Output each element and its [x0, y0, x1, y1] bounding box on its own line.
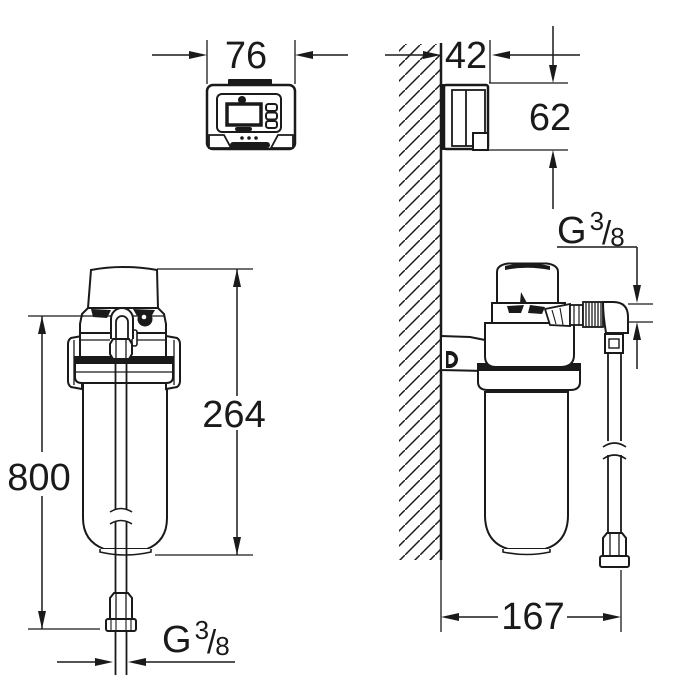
controller-side-drawing	[441, 83, 490, 151]
arrowhead-icon	[38, 316, 46, 334]
hose-hex-connector	[109, 338, 133, 360]
hose-break-icon	[602, 442, 627, 448]
filter-hose	[109, 359, 133, 593]
arrowhead-icon	[233, 537, 241, 555]
sensor-dot-icon	[238, 96, 246, 104]
elbow-fitting	[601, 301, 629, 334]
controller-side-inner	[451, 89, 486, 147]
arrowhead-icon	[423, 51, 441, 59]
dim-label-controller-height: 62	[529, 97, 571, 139]
display-slot	[235, 127, 252, 131]
controller-button	[265, 120, 278, 129]
outlet-hose	[602, 353, 627, 533]
hose-break-icon	[109, 519, 133, 525]
controller-front-drawing	[205, 79, 297, 151]
wall-hatching	[399, 44, 441, 560]
arrowhead-icon	[633, 322, 641, 340]
filter-cartridge-body-side	[484, 391, 569, 550]
arrowhead-icon	[549, 65, 557, 83]
dim-label-controller-width: 76	[225, 35, 267, 77]
controller-side-view: 42 62	[385, 26, 580, 560]
hose-break-icon	[109, 507, 133, 513]
arrowhead-icon	[189, 51, 207, 59]
filter-foot	[99, 549, 152, 556]
arrowhead-icon	[95, 658, 113, 666]
outlet-hex	[569, 304, 584, 326]
vent-dot	[240, 136, 244, 140]
dim-label-wall-to-hose: 167	[501, 596, 564, 638]
arrowhead-icon	[441, 613, 459, 621]
dim-label-hose-length: 800	[7, 457, 70, 499]
dim-controller-depth: 42	[385, 35, 580, 83]
controller-foot-right	[269, 134, 294, 149]
hose-end-nut-side	[599, 555, 630, 568]
arrowhead-icon	[603, 613, 621, 621]
arrowhead-icon	[295, 51, 313, 59]
filter-cap	[86, 266, 160, 309]
vent-dot	[247, 136, 251, 140]
dim-wall-to-hose: 167	[440, 560, 622, 638]
arrowhead-icon	[38, 611, 46, 629]
arrowhead-icon	[233, 269, 241, 287]
controller-top-lip	[228, 79, 272, 85]
controller-button	[265, 103, 278, 112]
filter-foot-side	[502, 549, 551, 556]
hose-break-icon	[602, 454, 627, 460]
controller-front-view: 76	[152, 35, 348, 151]
filter-cartridge-body	[82, 382, 168, 550]
controller-base-bar	[230, 142, 270, 148]
controller-foot-left	[208, 134, 233, 149]
filter-cap-side	[496, 262, 559, 304]
arrowhead-icon	[549, 150, 557, 168]
controller-display	[225, 102, 263, 127]
hose-end-hex	[109, 592, 133, 620]
arrowhead-icon	[633, 285, 641, 303]
arrowhead-icon	[128, 658, 146, 666]
dim-label-filter-height: 264	[202, 394, 265, 436]
dim-controller-width: 76	[152, 35, 348, 84]
hose-end-nut	[105, 618, 137, 632]
dim-label-controller-depth: 42	[445, 35, 487, 77]
dim-hose-length: 800	[7, 315, 100, 630]
dim-filter-height: 264	[155, 268, 266, 556]
vent-dot	[254, 136, 258, 140]
controller-side-foot	[472, 132, 489, 151]
hose-loop	[110, 307, 134, 339]
arrowhead-icon	[492, 51, 510, 59]
dim-controller-height: 62	[489, 26, 571, 209]
hose-end-hex-side	[602, 532, 627, 557]
filter-head-side	[484, 322, 575, 368]
outlet-neck	[543, 302, 571, 327]
controller-button	[265, 111, 278, 121]
